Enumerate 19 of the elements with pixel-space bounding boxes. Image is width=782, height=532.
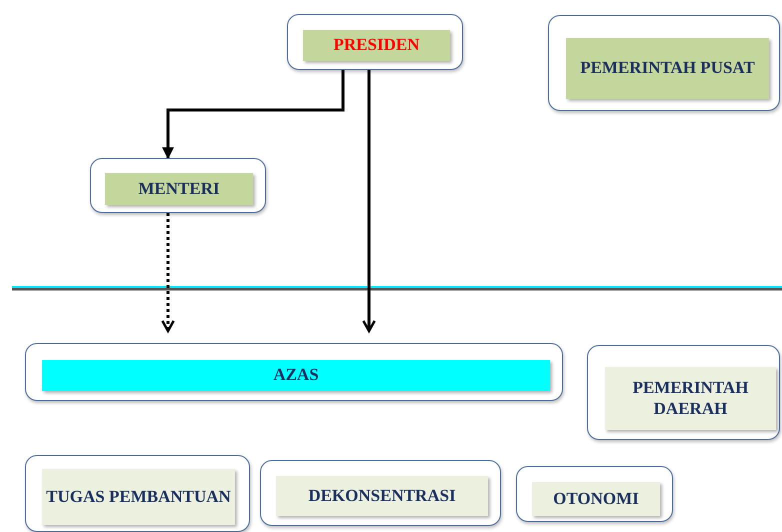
rounded-frame bbox=[25, 343, 563, 401]
rounded-frame bbox=[287, 14, 463, 70]
label-box: TUGAS PEMBANTUAN bbox=[42, 469, 235, 525]
label-box: OTONOMI bbox=[532, 482, 660, 516]
label-box: PEMERINTAH PUSAT bbox=[566, 38, 769, 99]
rounded-frame bbox=[516, 466, 673, 522]
rounded-frame bbox=[587, 345, 780, 440]
rounded-frame bbox=[90, 158, 266, 213]
arrow bbox=[161, 213, 175, 332]
rounded-frame bbox=[25, 455, 250, 532]
label-box: PRESIDEN bbox=[303, 30, 450, 61]
label-box: DEKONSENTRASI bbox=[276, 476, 488, 516]
arrow bbox=[162, 70, 344, 160]
label-box: AZAS bbox=[42, 360, 550, 391]
label-box: MENTERI bbox=[105, 173, 253, 205]
rounded-frame bbox=[548, 15, 780, 111]
label-box: PEMERINTAH DAERAH bbox=[605, 367, 776, 430]
rounded-frame bbox=[260, 460, 501, 526]
arrow bbox=[362, 70, 376, 332]
